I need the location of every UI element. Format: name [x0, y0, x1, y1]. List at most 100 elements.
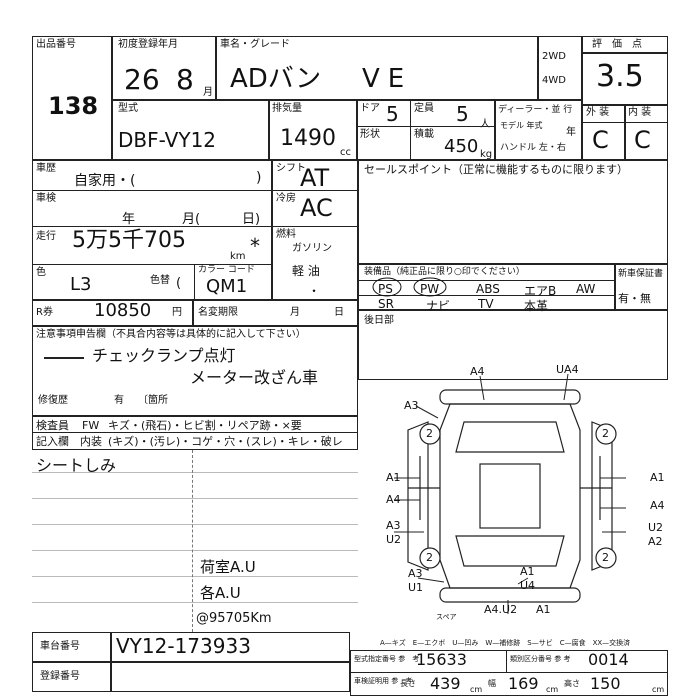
damage-legend: A—キズ E—エクボ U—凹み W—補修跡 S—サビ C—腐食 XX—交換済	[380, 639, 631, 647]
warranty-value: 有・無	[618, 292, 651, 305]
kg-label: kg	[480, 149, 493, 160]
year-suffix: 年	[566, 127, 576, 138]
grade: VE	[362, 64, 413, 94]
equip-navi: ナビ	[426, 299, 451, 313]
ext-grade: C	[592, 126, 609, 154]
lot-box	[32, 36, 112, 160]
equipment-label: 装備品（純正品に限り○印でください）	[364, 267, 525, 277]
seat-note: シートしみ	[36, 456, 117, 475]
memo-lines	[32, 450, 358, 632]
model-label: 型式	[118, 103, 138, 114]
repair-value: 有	[114, 395, 124, 406]
yen-label: 円	[172, 307, 182, 318]
fuel-bullet: ・	[308, 284, 321, 298]
sales-label: セールスポイント（正常に機能するものに限ります）	[364, 163, 628, 176]
reg-month: 8	[176, 63, 194, 96]
warranty-label: 新車保証書	[618, 269, 664, 279]
fw-items: キズ・(飛石)・ヒビ割・リペア跡・×要	[108, 419, 302, 432]
diag-label-u4-bottom: U4	[520, 579, 536, 592]
color-value: L3	[70, 274, 92, 295]
capacity-label: 定員	[414, 103, 434, 114]
each-note: 各A.U	[200, 584, 241, 602]
length-label: 長さ	[400, 679, 416, 688]
inspection-day: 日)	[242, 212, 261, 227]
load-value: 450	[444, 136, 479, 157]
km-label: km	[230, 251, 246, 262]
drive-2wd: 2WD	[542, 51, 566, 62]
cc-label: cc	[340, 147, 351, 158]
color-change-label: 色替	[150, 275, 170, 286]
mileage-value: 5万5千705	[72, 228, 186, 253]
diag-spare-label: スペア	[436, 613, 457, 621]
lot-number: 138	[48, 92, 99, 120]
diag-label-a3-left: A3	[386, 519, 401, 532]
notes-line2: メーター改ざん車	[190, 368, 319, 387]
equip-ps: PS	[378, 282, 393, 296]
diag-label-a1-right: A1	[650, 471, 665, 484]
fuel-label: 燃料	[276, 229, 296, 240]
equip-leather: 本革	[524, 299, 549, 313]
diag-label-a4-top: A4	[470, 365, 485, 378]
int-label: 内 装	[628, 107, 652, 118]
width: 169	[508, 674, 539, 693]
cm-1: cm	[470, 685, 483, 694]
header-row-box	[112, 36, 582, 100]
title-day: 日	[334, 307, 344, 318]
chassis-label: 車台番号	[40, 641, 80, 652]
person-suffix: 人	[480, 119, 490, 130]
model-year-label: モデル 年式	[500, 121, 543, 130]
specs-box	[112, 100, 582, 160]
drivetrain-box	[272, 160, 358, 300]
repair-place: 〔箇所	[138, 395, 168, 406]
ac-label: 冷房	[276, 193, 296, 204]
r-value: 10850	[94, 300, 152, 321]
color-label: 色	[36, 267, 46, 278]
history-label: 車歴	[36, 163, 56, 174]
interior: 内装	[80, 435, 102, 448]
history-close: )	[256, 170, 262, 186]
history-value: 自家用・(	[74, 173, 136, 189]
recycle-box	[32, 300, 358, 326]
height-label: 高さ	[564, 679, 580, 688]
color-code: QM1	[206, 276, 248, 297]
car-name: ADバン	[230, 64, 322, 94]
diag-circle-2-bl: 2	[426, 551, 433, 564]
model-cert-label: 型式指定番号 参 考	[354, 655, 420, 663]
diag-label-a1-left: A1	[386, 471, 401, 484]
fuel-gasoline: ガソリン	[292, 243, 332, 254]
sales-box	[358, 160, 668, 264]
shape-label: 形状	[360, 129, 380, 140]
doors: 5	[386, 102, 399, 126]
category-label: 類別区分番号 参 考	[510, 655, 571, 663]
displacement: 1490	[280, 126, 336, 151]
displacement-label: 排気量	[272, 103, 302, 114]
diag-circle-2-tl: 2	[426, 427, 433, 440]
score-label: 評 価 点	[592, 39, 642, 50]
reg-no-label: 登録番号	[40, 671, 80, 682]
diag-circle-2-tr: 2	[602, 427, 609, 440]
reg-no-box	[32, 662, 350, 692]
chassis-box	[32, 632, 350, 662]
equip-aw: AW	[576, 282, 596, 296]
notes-label: 注意事項申告欄（不具合内容等は具体的に記入して下さい）	[36, 329, 306, 340]
int-grade: C	[634, 126, 651, 154]
inspection-month: 月(	[182, 212, 201, 227]
equip-abs: ABS	[476, 282, 500, 296]
cert-label: 車検証明用 参 考	[354, 677, 413, 685]
model-cert: 15633	[416, 650, 467, 669]
doors-label: ドア	[360, 103, 380, 114]
equip-sr: SR	[378, 297, 394, 311]
diag-label-a3-bottom: A3	[408, 567, 423, 580]
mileage-label: 走行	[36, 231, 56, 242]
rear-label: 後日部	[364, 315, 394, 326]
lot-label: 出品番号	[36, 39, 76, 50]
diag-circle-2-br: 2	[602, 551, 609, 564]
diag-label-a3-topleft: A3	[404, 399, 419, 412]
ac-value: AC	[300, 194, 333, 222]
reg-month-suffix: 月	[203, 87, 213, 98]
fuel-diesel: 軽 油	[292, 264, 320, 278]
shift-value: AT	[300, 164, 330, 192]
notes-box	[32, 326, 358, 416]
handle-label: ハンドル 左・右	[500, 143, 566, 153]
inspection-label: 車検	[36, 193, 56, 204]
